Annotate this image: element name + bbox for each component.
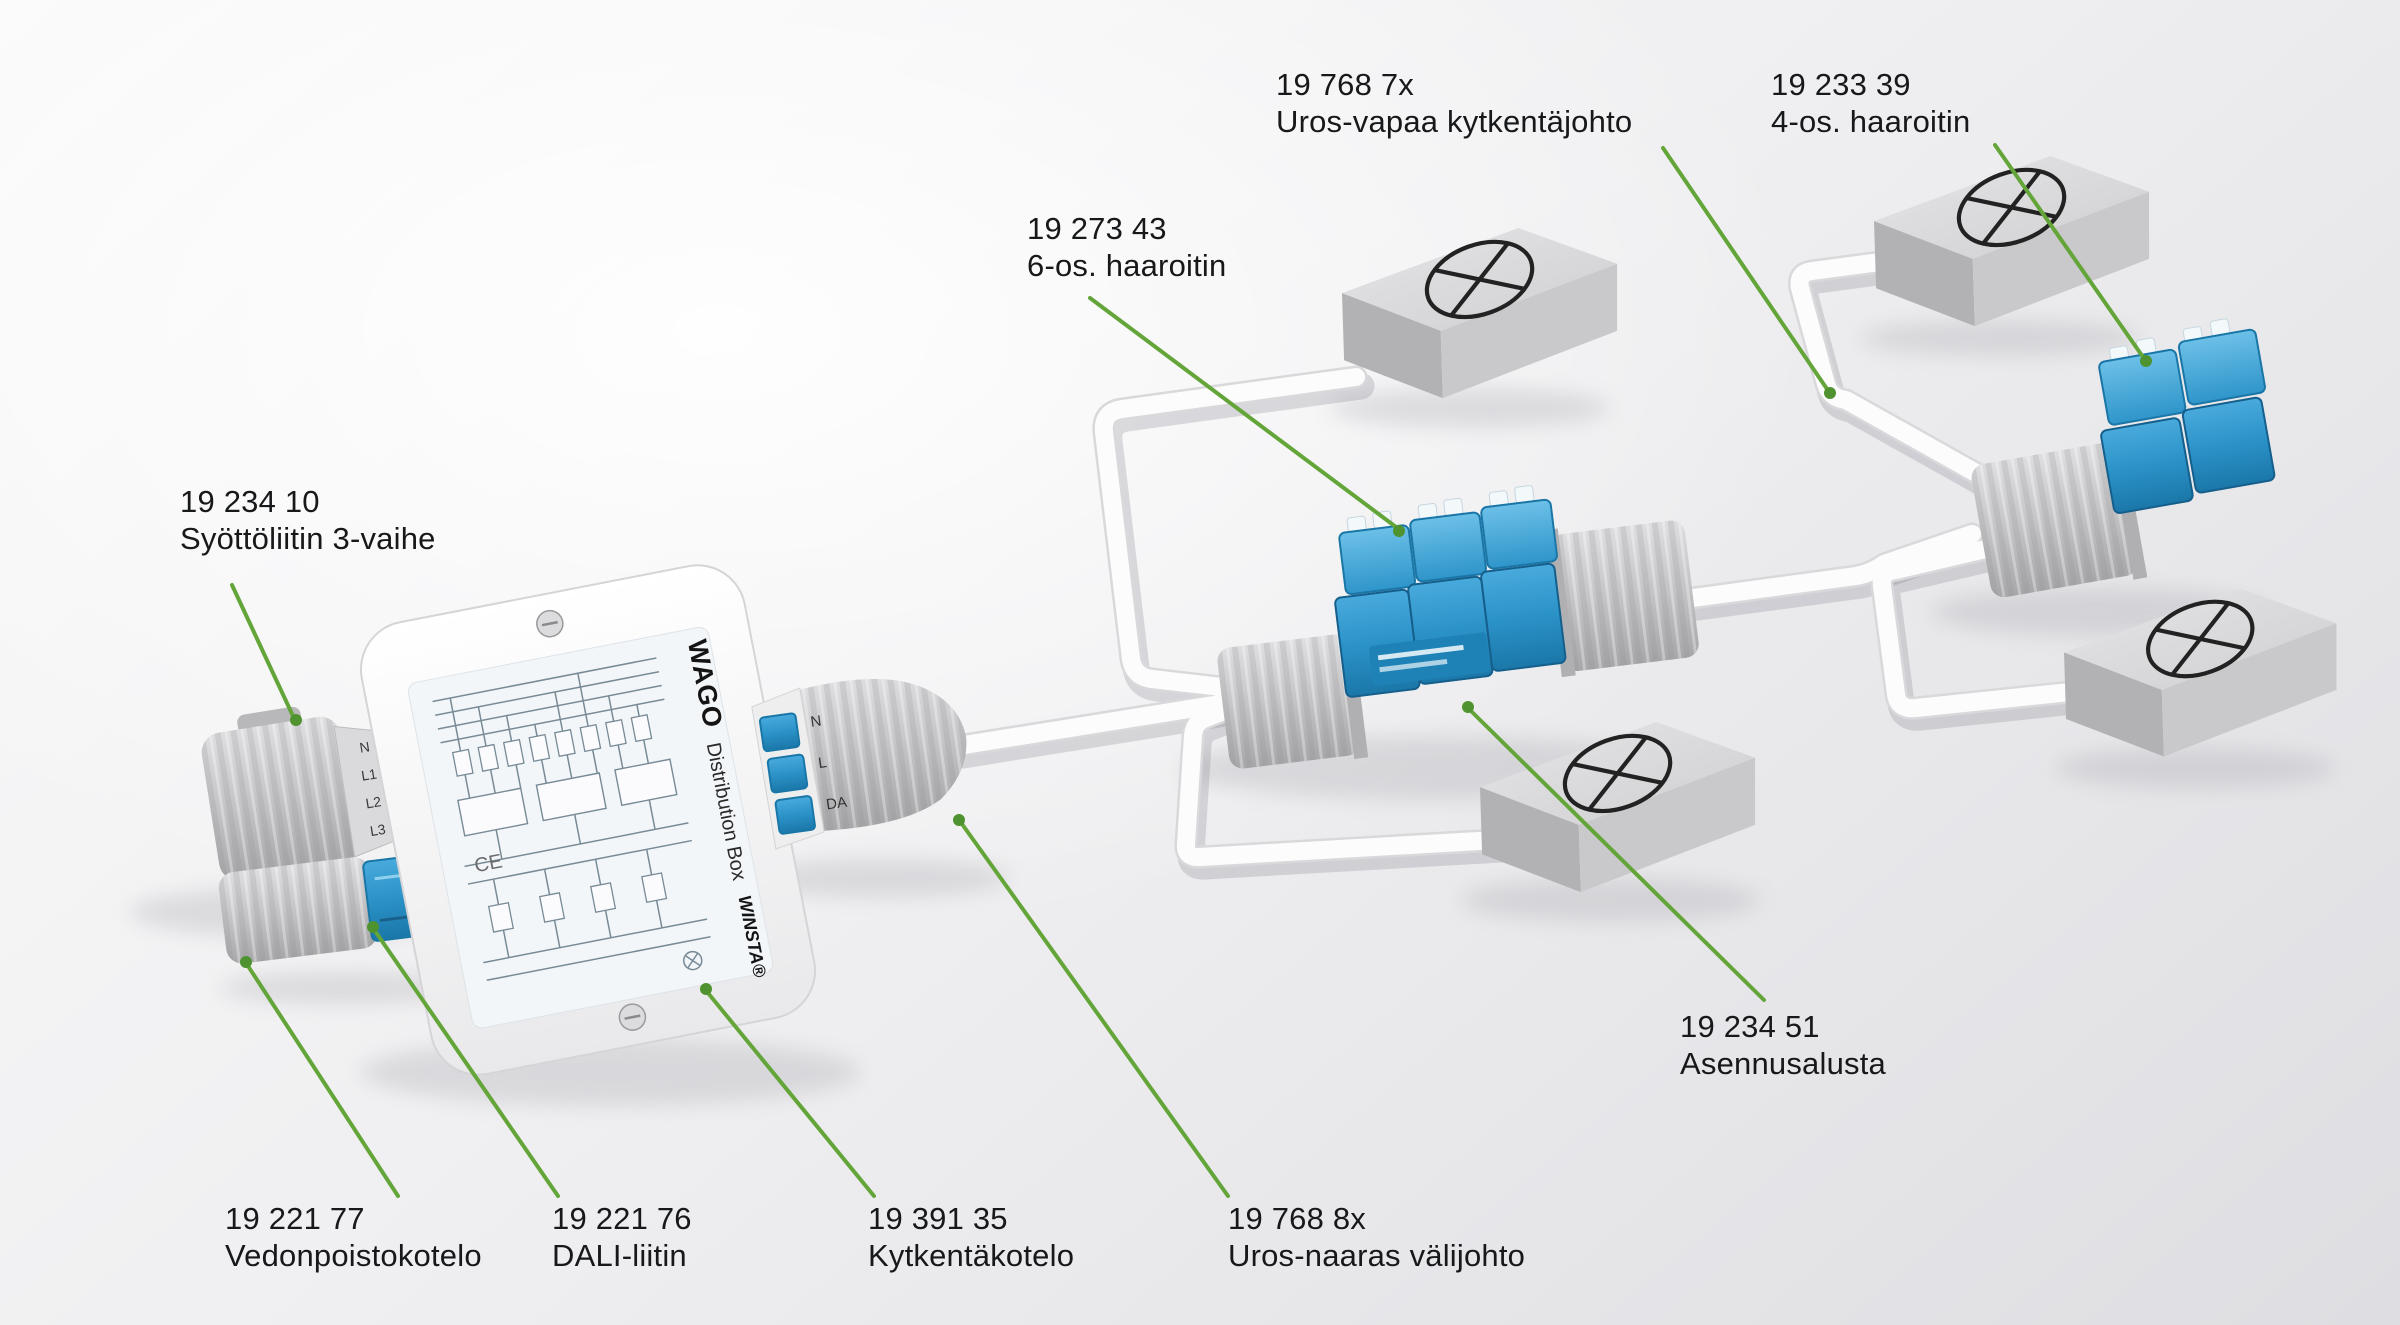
annotation-line-male-free-cable [1661, 146, 1829, 391]
product-code: 19 273 43 [1027, 211, 1167, 246]
label-male-free-cable: 19 768 7x Uros-vapaa kytkentäjohto [1276, 66, 1632, 140]
annotation-dot-junction-box [700, 983, 712, 995]
product-name: Syöttöliitin 3-vaihe [180, 521, 436, 556]
label-junction-box: 19 391 35 Kytkentäkotelo [868, 1200, 1074, 1274]
annotation-dot-male-female-cable [953, 814, 965, 826]
annotation-line-strain-relief [246, 964, 400, 1198]
ce-mark: CE [473, 850, 504, 877]
distribution-box-label: WAGO Distribution Box WINSTA® CE [407, 626, 774, 1029]
product-code: 19 234 10 [180, 484, 320, 519]
product-name: Uros-vapaa kytkentäjohto [1276, 104, 1633, 139]
product-name: Kytkentäkotelo [868, 1238, 1075, 1273]
feed-pin-label-n: N [358, 738, 371, 755]
output-connector: N L DA [751, 679, 967, 850]
annotation-dot-dali [367, 921, 379, 933]
product-code: 19 221 76 [552, 1201, 692, 1236]
annotation-line-male-female-cable [960, 822, 1230, 1198]
feed-pin-label-l2: L2 [364, 793, 382, 811]
distribution-box: WAGO Distribution Box WINSTA® CE [359, 564, 817, 1076]
annotation-line-junction-box [706, 991, 876, 1198]
luminaire-top-middle [1342, 228, 1617, 398]
product-name: 6-os. haaroitin [1027, 248, 1227, 283]
output-socket-l [766, 753, 809, 794]
annotation-line-splitter6 [1088, 296, 1398, 529]
annotation-dot-feed [290, 714, 302, 726]
product-name: Uros-naaras välijohto [1228, 1238, 1526, 1273]
output-pin-label-da: DA [825, 794, 848, 814]
annotation-line-dali [373, 929, 560, 1198]
annotation-dot-male-free-cable [1824, 387, 1836, 399]
output-pin-label-n: N [809, 712, 822, 730]
wiring-diagram-artwork [432, 657, 711, 982]
annotation-dot-strain-relief [240, 956, 252, 968]
distributor-4way [1971, 318, 2276, 598]
distributor-6way [1217, 485, 1699, 769]
product-code: 19 221 77 [225, 1201, 365, 1236]
output-pin-label-l: L [817, 754, 828, 772]
annotation-dot-mounting-base [1462, 701, 1474, 713]
label-male-female-cable: 19 768 8x Uros-naaras välijohto [1228, 1200, 1525, 1274]
label-feed-connector: 19 234 10 Syöttöliitin 3-vaihe [180, 483, 436, 557]
feed-pin-label-l3: L3 [369, 821, 387, 839]
label-mounting-base: 19 234 51 Asennusalusta [1680, 1008, 1886, 1082]
label-strain-relief: 19 221 77 Vedonpoistokotelo [225, 1200, 482, 1274]
product-code: 19 768 8x [1228, 1201, 1366, 1236]
product-name: DALI-liitin [552, 1238, 687, 1273]
annotation-line-feed [230, 583, 295, 718]
label-splitter4: 19 233 39 4-os. haaroitin [1771, 66, 1970, 140]
annotation-dot-splitter4 [2140, 355, 2152, 367]
screw-bottom [618, 1003, 647, 1031]
screw-top [536, 609, 564, 638]
feed-pin-label-l1: L1 [360, 765, 378, 783]
annotation-line-splitter4 [1993, 143, 2145, 359]
product-code: 19 391 35 [868, 1201, 1008, 1236]
product-name: Vedonpoistokotelo [225, 1238, 482, 1273]
product-code: 19 233 39 [1771, 67, 1911, 102]
dali-connector [218, 853, 449, 964]
annotations [230, 143, 2152, 1198]
annotation-dot-splitter6 [1393, 525, 1405, 537]
blue-modules-4way [2098, 318, 2276, 514]
output-socket-n [758, 712, 801, 753]
product-code: 19 768 7x [1276, 67, 1414, 102]
label-splitter6: 19 273 43 6-os. haaroitin [1027, 210, 1226, 284]
product-code: 19 234 51 [1680, 1009, 1820, 1044]
label-dali: 19 221 76 DALI-liitin [552, 1200, 692, 1274]
product-name: 4-os. haaroitin [1771, 104, 1971, 139]
annotation-line-mounting-base [1469, 709, 1766, 1002]
output-socket-da [774, 795, 816, 835]
luminaire-top-right [1874, 156, 2149, 326]
product-name: Asennusalusta [1680, 1046, 1886, 1081]
blue-modules-6way [1334, 485, 1567, 698]
